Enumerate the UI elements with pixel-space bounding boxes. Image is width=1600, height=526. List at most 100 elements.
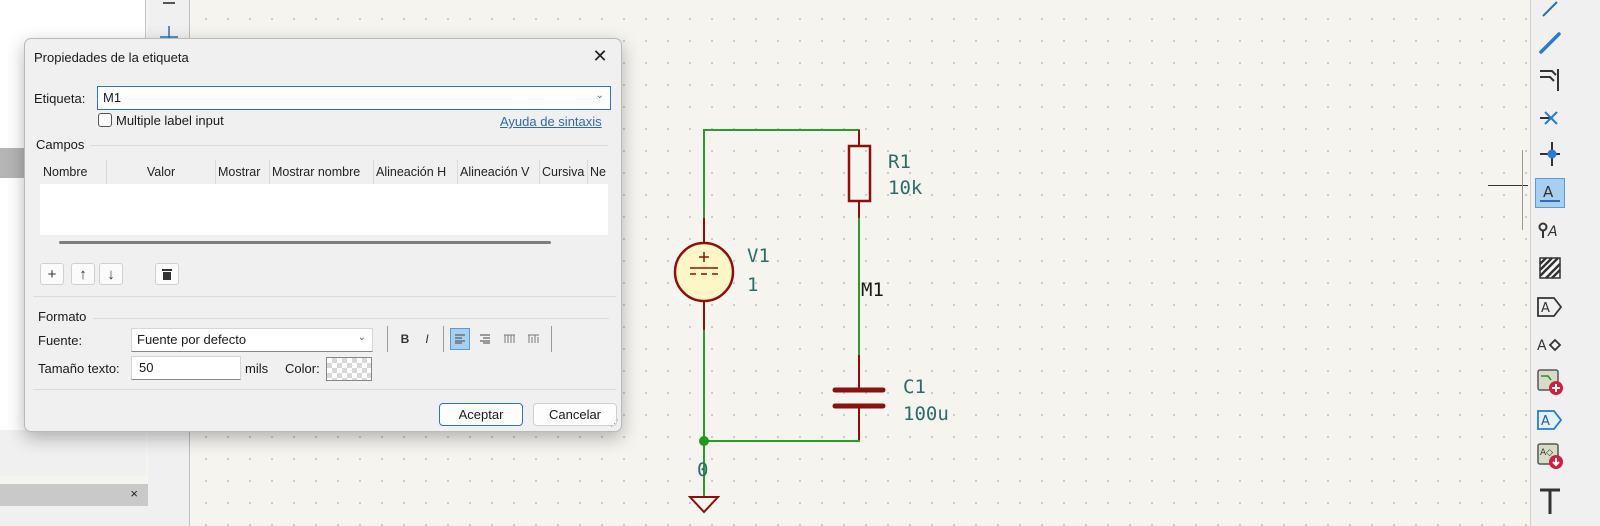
bottom-panel <box>0 506 148 526</box>
move-down-icon: ↓ <box>107 265 115 283</box>
font-label: Fuente: <box>38 333 83 348</box>
toolbar-separator <box>1522 150 1523 230</box>
move-up-button[interactable]: ↑ <box>71 263 95 285</box>
ground-symbol <box>687 496 721 514</box>
column-header[interactable]: Alineación V <box>458 160 540 184</box>
separator <box>551 326 552 352</box>
text-size-value: 50 <box>139 360 154 375</box>
column-header[interactable]: Nombre <box>40 160 107 184</box>
italic-button[interactable]: I <box>425 332 429 346</box>
text-size-unit: mils <box>245 361 269 376</box>
no-connect-icon[interactable] <box>1535 103 1565 133</box>
multiple-label-text: Multiple label input <box>116 113 224 128</box>
net-label-icon[interactable]: A <box>1535 178 1565 208</box>
dialog-title: Propiedades de la etiqueta <box>34 50 189 65</box>
close-icon[interactable]: ✕ <box>592 46 608 66</box>
text-icon[interactable] <box>1535 484 1565 514</box>
svg-text:A: A <box>1537 338 1547 354</box>
align-right-button[interactable] <box>475 328 495 350</box>
label-properties-dialog: Propiedades de la etiqueta ✕ Etiqueta: M… <box>24 38 622 432</box>
column-header[interactable]: Mostrar <box>216 160 270 184</box>
section-divider <box>33 296 616 297</box>
column-header[interactable]: Valor <box>107 160 216 184</box>
chevron-down-icon[interactable]: ⌄ <box>595 90 604 101</box>
v1-ref: V1 <box>747 245 770 267</box>
junction-icon[interactable] <box>1535 139 1565 169</box>
group-divider <box>93 318 609 319</box>
color-swatch-button[interactable] <box>326 357 372 381</box>
svg-text:A◇: A◇ <box>1540 448 1553 458</box>
rule-area-icon[interactable] <box>1535 253 1565 283</box>
fields-grid[interactable]: Nombre Valor Mostrar Mostrar nombre Alin… <box>40 160 608 235</box>
delete-field-button[interactable] <box>155 263 179 285</box>
section-divider <box>33 389 616 390</box>
c1-value: 100u <box>903 403 949 425</box>
separator <box>387 326 388 352</box>
font-select-value: Fuente por defecto <box>137 332 247 347</box>
toolbar-icon[interactable] <box>160 0 178 18</box>
wire-icon[interactable] <box>1535 28 1565 58</box>
move-down-button[interactable]: ↓ <box>99 263 123 285</box>
schematic-drawing: R1 10k V1 1 C1 100u 0 M1 <box>673 129 949 514</box>
right-toolbar: A A A A A A◇ <box>1530 0 1600 526</box>
color-label: Color: <box>285 361 320 376</box>
align-right-icon <box>480 334 490 344</box>
align-top-icon <box>504 334 515 343</box>
r1-value: 10k <box>888 177 923 199</box>
label-field-label: Etiqueta: <box>34 91 86 106</box>
add-sheet-icon[interactable] <box>1535 367 1565 397</box>
multiple-label-checkbox[interactable] <box>98 113 112 127</box>
fields-grid-header: Nombre Valor Mostrar Mostrar nombre Alin… <box>40 160 608 184</box>
align-left-button[interactable] <box>450 328 470 350</box>
chevron-down-icon[interactable]: ⌄ <box>357 332 366 343</box>
import-sheet-pin-icon[interactable]: A◇ <box>1535 441 1565 471</box>
align-left-icon <box>455 334 465 344</box>
column-header[interactable]: Cursiva <box>540 160 588 184</box>
syntax-help-link[interactable]: Ayuda de sintaxis <box>500 114 602 129</box>
align-bottom-button[interactable] <box>523 328 543 350</box>
move-up-icon: ↑ <box>79 265 87 283</box>
r1-ref: R1 <box>888 151 911 173</box>
ground-net-label: 0 <box>697 459 708 481</box>
separator <box>443 326 444 352</box>
svg-text:A: A <box>1547 224 1558 240</box>
add-field-button[interactable]: + <box>40 263 64 285</box>
label-input-value: M1 <box>103 90 122 105</box>
column-header[interactable]: Alineación H <box>374 160 458 184</box>
cancel-button[interactable]: Cancelar <box>533 403 617 426</box>
text-size-label: Tamaño texto: <box>38 361 120 376</box>
delete-icon <box>162 268 172 280</box>
global-label-icon[interactable]: A <box>1535 292 1565 322</box>
align-bottom-icon <box>528 334 539 343</box>
line-icon[interactable] <box>1535 0 1565 24</box>
panel-splitter[interactable] <box>0 148 24 178</box>
net-class-directive-icon[interactable]: A <box>1535 215 1565 245</box>
font-select[interactable]: Fuente por defecto ⌄ <box>131 328 373 352</box>
junction-dot <box>699 436 709 446</box>
left-panel-lower <box>0 430 146 476</box>
fields-group-title: Campos <box>36 137 85 152</box>
ok-button[interactable]: Aceptar <box>439 403 523 426</box>
hierarchical-label-icon[interactable]: A <box>1535 330 1565 360</box>
bus-entry-icon[interactable] <box>1535 64 1565 94</box>
svg-text:A: A <box>1541 414 1550 429</box>
bottom-panel-header: × <box>0 484 148 506</box>
column-header[interactable]: Mostrar nombre <box>270 160 374 184</box>
sheet-pin-icon[interactable]: A <box>1535 405 1565 435</box>
column-header[interactable]: Ne <box>590 165 606 179</box>
svg-text:A: A <box>1543 183 1554 201</box>
crosshair-cursor <box>1488 185 1528 186</box>
bold-button[interactable]: B <box>400 332 410 346</box>
close-icon[interactable]: × <box>130 486 138 501</box>
add-icon: + <box>47 265 57 283</box>
voltage-source-v1 <box>673 241 735 303</box>
align-top-button[interactable] <box>499 328 519 350</box>
net-label-m1: M1 <box>861 279 884 301</box>
c1-ref: C1 <box>903 376 926 398</box>
text-size-input[interactable]: 50 <box>131 356 241 380</box>
resistor-r1 <box>847 144 872 203</box>
horizontal-scrollbar[interactable] <box>59 241 551 244</box>
group-divider <box>90 145 608 146</box>
label-input[interactable]: M1 ⌄ <box>97 86 611 110</box>
resize-grip-icon[interactable]: ⋰ <box>610 418 619 428</box>
